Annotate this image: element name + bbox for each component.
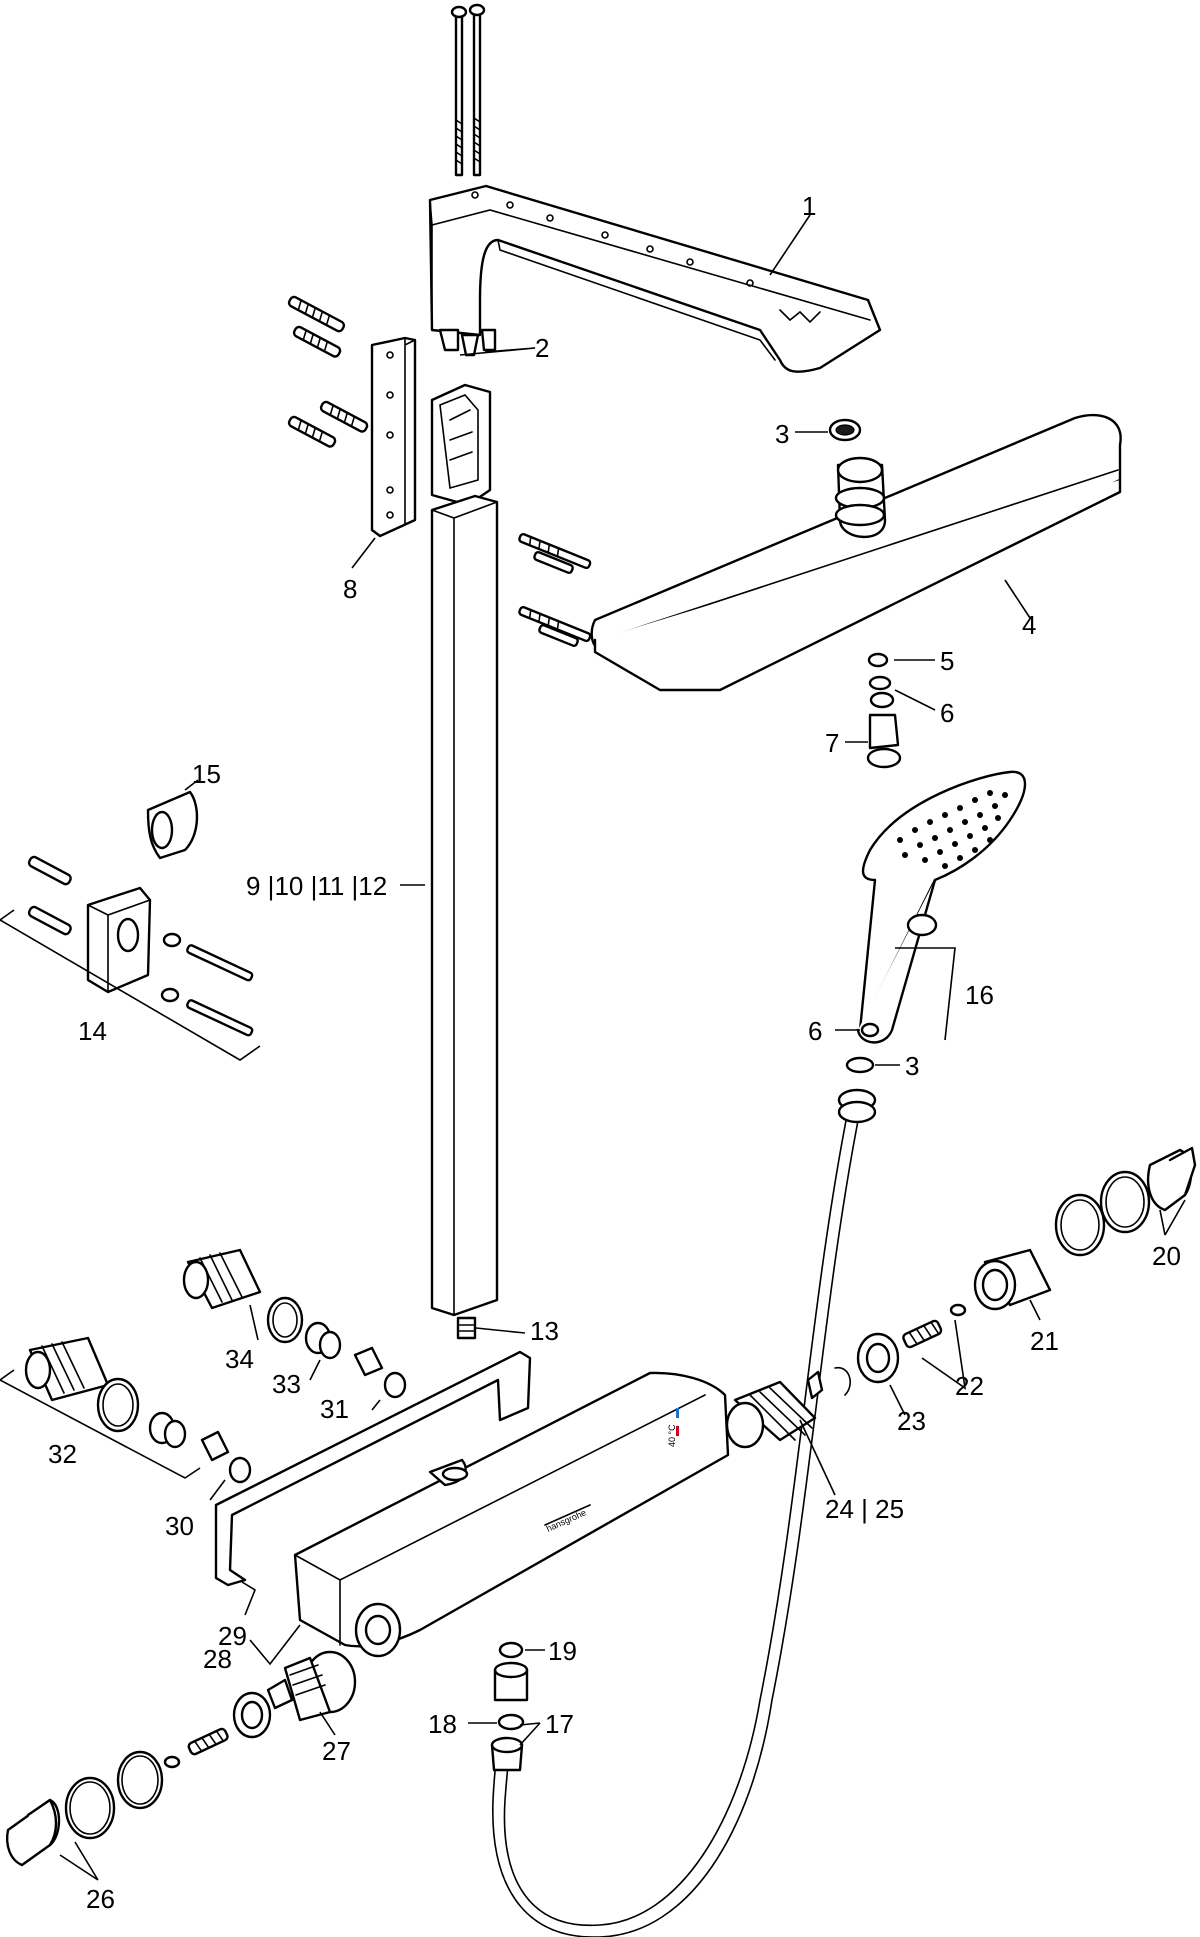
part-28-thermostat-body: hansgrohe 40 °C 28 bbox=[203, 1371, 730, 1674]
part-4-overhead-shower: 4 bbox=[590, 413, 1122, 692]
label-6-bottom: 6 bbox=[808, 1016, 822, 1046]
label-33: 33 bbox=[272, 1369, 301, 1399]
label-29: 29 bbox=[218, 1621, 247, 1651]
label-20: 20 bbox=[1152, 1241, 1181, 1271]
part-27-cartridge: 27 bbox=[266, 1650, 357, 1766]
label-26: 26 bbox=[86, 1884, 115, 1914]
label-9-12: 9 |10 |11 |12 bbox=[246, 871, 387, 901]
label-17: 17 bbox=[545, 1709, 574, 1739]
label-32: 32 bbox=[48, 1439, 77, 1469]
label-24-25: 24 | 25 bbox=[825, 1494, 904, 1524]
part-3-seal-top: 3 bbox=[775, 418, 862, 449]
label-1: 1 bbox=[802, 191, 816, 221]
part-14-wall-holder: 14 bbox=[0, 855, 261, 1061]
label-7: 7 bbox=[825, 728, 839, 758]
label-23: 23 bbox=[897, 1406, 926, 1436]
label-8: 8 bbox=[343, 574, 357, 604]
label-30: 30 bbox=[165, 1511, 194, 1541]
label-22: 22 bbox=[955, 1371, 984, 1401]
label-3-bottom: 3 bbox=[905, 1051, 919, 1081]
label-6-top: 6 bbox=[940, 698, 954, 728]
wall-screws-top bbox=[287, 295, 369, 448]
label-15: 15 bbox=[192, 759, 221, 789]
column-bracket bbox=[430, 383, 492, 507]
label-14: 14 bbox=[78, 1016, 107, 1046]
part-22-spindle: 22 bbox=[902, 1303, 984, 1401]
label-2: 2 bbox=[535, 333, 549, 363]
part-21-adapter: 21 bbox=[973, 1248, 1059, 1356]
label-19: 19 bbox=[548, 1636, 577, 1666]
part-23-ring-nut: 23 bbox=[856, 1332, 926, 1436]
temp-mark: 40 °C bbox=[667, 1424, 677, 1447]
part-20-knob-rings: 20 bbox=[1054, 1146, 1197, 1271]
label-21: 21 bbox=[1030, 1326, 1059, 1356]
part-9-12-riser-column: 9 |10 |11 |12 bbox=[246, 494, 499, 1317]
label-34: 34 bbox=[225, 1344, 254, 1374]
parts-30-34-inlet-fittings: 34 33 31 32 30 bbox=[0, 1248, 407, 1541]
parts-5-6-7-fittings: 5 6 7 bbox=[825, 646, 954, 769]
label-16: 16 bbox=[965, 980, 994, 1010]
label-3-top: 3 bbox=[775, 419, 789, 449]
parts-6-3-hand-shower-seals: 6 3 bbox=[808, 1016, 919, 1081]
label-5: 5 bbox=[940, 646, 954, 676]
column-screws bbox=[518, 532, 592, 647]
part-1-shower-arm: 1 bbox=[428, 3, 882, 373]
label-31: 31 bbox=[320, 1394, 349, 1424]
parts-17-18-19-fittings: 19 18 17 bbox=[428, 1636, 577, 1772]
part-16-hand-shower: 16 bbox=[856, 770, 1027, 1044]
part-26-knob-set: 26 bbox=[6, 1691, 272, 1914]
label-4: 4 bbox=[1022, 610, 1036, 640]
part-29-shelf-frame: 29 bbox=[214, 1350, 532, 1651]
part-13-nipple: 13 bbox=[456, 1316, 559, 1346]
label-18: 18 bbox=[428, 1709, 457, 1739]
part-2-connectors: 2 bbox=[459, 333, 549, 363]
part-8-wall-plate: 8 bbox=[343, 336, 417, 604]
label-27: 27 bbox=[322, 1736, 351, 1766]
label-28: 28 bbox=[203, 1644, 232, 1674]
part-15-holder-cap: 15 bbox=[146, 759, 221, 860]
label-13: 13 bbox=[530, 1316, 559, 1346]
part-24-25-diverter-cartridge: 24 | 25 bbox=[725, 1367, 904, 1524]
